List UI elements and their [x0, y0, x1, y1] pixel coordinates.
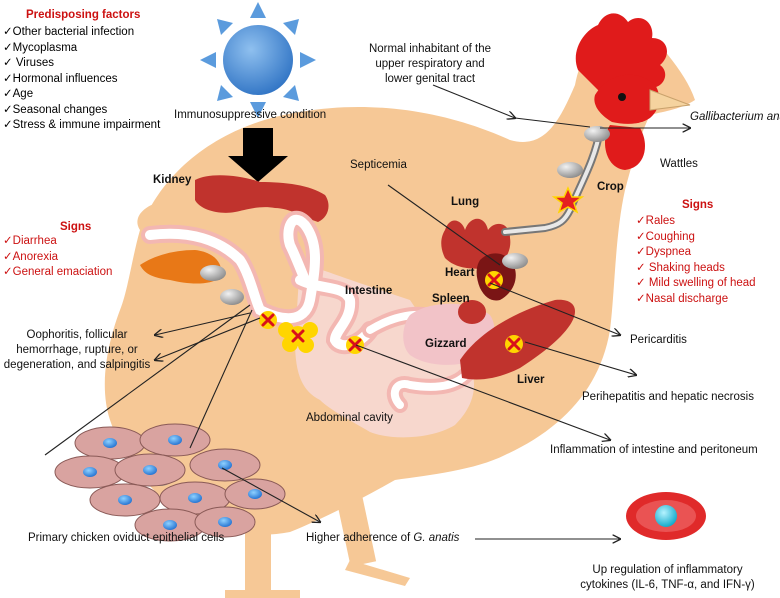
predisposing-item: ✓Seasonal changes [3, 103, 108, 116]
primary-cells-label: Primary chicken oviduct epithelial cells [28, 532, 225, 544]
signs-right-item: ✓Rales [636, 215, 676, 227]
normal-inhabitant-label: Normal inhabitant of the upper respirato… [368, 43, 492, 85]
signs-right-list: ✓Rales ✓Coughing ✓Dyspnea ✓ Shaking heads ✓ … [636, 214, 756, 307]
inflammatory-cell-icon [626, 492, 706, 540]
predisposing-item: ✓Hormonal influences [3, 72, 118, 85]
heart-label: Heart [445, 267, 475, 279]
signs-right-item: ✓ Shaking heads [636, 261, 725, 274]
gallibacterium-label: Gallibacterium anatis [690, 111, 780, 123]
signs-right-item: ✓Nasal discharge [636, 292, 729, 305]
predisposing-item: ✓Other bacterial infection [3, 26, 135, 38]
crop-label: Crop [597, 181, 624, 193]
lesion-markers [259, 271, 523, 354]
perihepatitis-label: Perihepatitis and hepatic necrosis [582, 391, 754, 403]
predisposing-list: ✓Other bacterial infection ✓Mycoplasma ✓ V… [3, 25, 160, 134]
spleen-organ [458, 300, 486, 324]
signs-right-title: Signs [682, 199, 714, 211]
signs-left-list: ✓Diarrhea ✓Anorexia ✓General emaciation [3, 234, 112, 281]
predisposing-item: ✓Stress & immune impairment [3, 119, 161, 131]
spleen-label: Spleen [432, 293, 470, 305]
chicken-head [575, 13, 691, 170]
predisposing-item: ✓Age [3, 88, 34, 100]
immunosuppressive-label: Immunosuppressive condition [174, 109, 327, 121]
star-marker [551, 186, 585, 214]
predisposing-title: Predisposing factors [26, 9, 141, 21]
lung-label: Lung [451, 196, 480, 208]
signs-right-item: ✓Coughing [636, 230, 695, 243]
up-regulation-label: Up regulation of inflammatory cytokines … [580, 564, 755, 591]
signs-left-item: ✓Anorexia [3, 250, 59, 263]
sun-icon [200, 2, 316, 118]
connector-lines [44, 84, 690, 539]
signs-right-item: ✓Dyspnea [636, 246, 692, 258]
abdominal-cavity-label: Abdominal cavity [306, 412, 393, 424]
predisposing-item: ✓ Viruses [3, 57, 54, 69]
kidney-label: Kidney [153, 174, 192, 186]
wattles-label: Wattles [660, 158, 698, 170]
down-arrow-icon [228, 128, 288, 182]
higher-adherence-label: Higher adherence of G. anatis [306, 532, 460, 544]
epithelial-cells [54, 423, 286, 542]
oophoritis-label: Oophoritis, follicular hemorrhage, ruptu… [3, 329, 151, 371]
signs-right-item: ✓ Mild swelling of head [636, 277, 756, 289]
intestine-label: Intestine [345, 285, 393, 297]
predisposing-item: ✓Mycoplasma [3, 41, 78, 54]
septicemia-label: Septicemia [350, 159, 407, 171]
inflammation-label: Inflammation of intestine and peritoneum [550, 444, 758, 456]
kidney-organ [195, 175, 329, 222]
signs-left-item: ✓General emaciation [3, 266, 113, 278]
gizzard-label: Gizzard [425, 338, 467, 350]
pericarditis-label: Pericarditis [630, 334, 687, 346]
signs-left-title: Signs [60, 221, 92, 233]
signs-left-item: ✓Diarrhea [3, 235, 57, 247]
liver-label: Liver [517, 374, 545, 386]
